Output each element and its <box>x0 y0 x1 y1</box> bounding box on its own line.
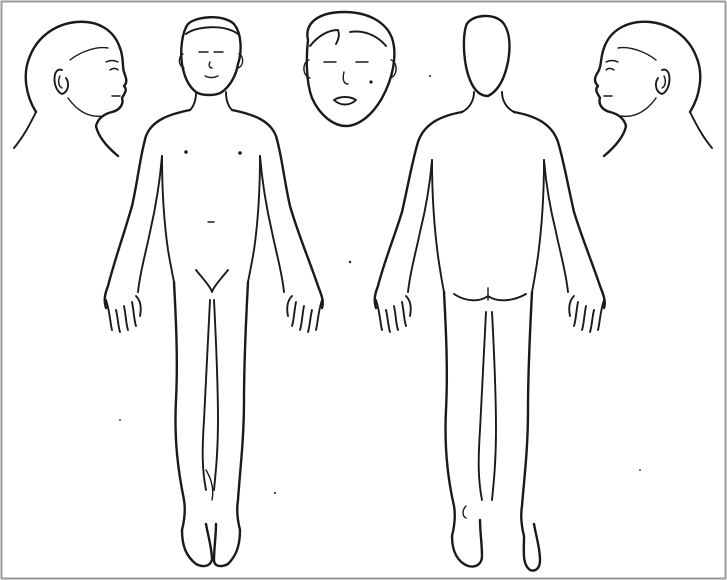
head-right-brow <box>606 61 618 63</box>
head-left-ear <box>55 70 69 94</box>
body-posterior-view <box>375 16 605 571</box>
face-mouth <box>334 97 356 105</box>
face-mole <box>369 80 372 83</box>
anterior-left-inner-arm <box>138 156 162 292</box>
anterior-knee-mark <box>206 470 213 500</box>
anterior-left-foot <box>182 524 212 566</box>
posterior-left-leg-inner <box>479 312 486 500</box>
head-right-ear <box>656 70 670 94</box>
head-right-jawline <box>620 98 656 116</box>
posterior-left-heel <box>452 520 482 567</box>
scan-speck <box>349 261 351 263</box>
body-anterior-view <box>105 17 323 566</box>
anterior-right-leg-inner <box>214 300 218 490</box>
head-left-eye <box>110 69 118 71</box>
anterior-left-hand <box>106 296 141 332</box>
anterior-head-outline <box>181 17 240 95</box>
anterior-torso-left <box>162 156 174 282</box>
anterior-mouth <box>205 76 218 78</box>
head-right-hairline <box>618 48 656 60</box>
anterior-left-leg-inner <box>203 300 210 490</box>
anterior-neck-right <box>226 92 232 110</box>
head-left-jawline <box>68 98 104 116</box>
posterior-left-hand <box>376 296 411 332</box>
anterior-right-hand <box>287 296 322 332</box>
head-right-nape <box>690 112 712 148</box>
scan-speck <box>639 469 641 471</box>
scan-speck <box>429 75 431 77</box>
anterior-neck-left <box>190 92 196 110</box>
posterior-right-leg-outer <box>521 292 532 536</box>
head-left-nape <box>14 112 36 148</box>
head-left-outline <box>26 22 127 156</box>
head-left-brow <box>106 61 118 63</box>
anterior-right-foot <box>214 524 240 566</box>
posterior-right-leg-inner <box>492 312 496 500</box>
scan-speck <box>274 492 276 494</box>
anterior-left-shoulder-arm <box>105 110 190 308</box>
head-left-hairline <box>70 48 108 60</box>
posterior-torso-left <box>432 160 444 292</box>
face-outline <box>307 12 395 126</box>
head-right-eye <box>606 69 614 71</box>
head-right-outline <box>595 22 700 156</box>
posterior-torso-right <box>532 160 544 292</box>
posterior-neck-left <box>462 92 474 112</box>
face-hairline <box>310 30 386 46</box>
scan-specks <box>119 75 641 494</box>
anterior-torso-right <box>248 156 260 282</box>
posterior-left-leg-outer <box>444 292 455 536</box>
face-frontal-view <box>304 12 396 126</box>
face-nose <box>343 72 348 84</box>
anterior-right-inner-arm <box>260 156 284 292</box>
head-right-ear-inner <box>662 76 665 88</box>
head-left-ear-inner <box>59 76 62 88</box>
posterior-calf-mark <box>463 506 466 518</box>
posterior-buttocks <box>454 294 526 300</box>
anterior-left-nipple <box>184 150 188 154</box>
anterior-right-nipple <box>238 151 242 155</box>
anterior-right-leg-outer <box>237 282 248 530</box>
posterior-neck-right <box>502 92 514 112</box>
anterior-hair <box>186 27 238 34</box>
anterior-left-leg-outer <box>174 282 185 530</box>
posterior-right-inner-arm <box>544 160 568 292</box>
posterior-right-shoulder-arm <box>514 112 605 308</box>
anterior-groin <box>196 270 228 292</box>
head-left-profile-view <box>14 22 126 156</box>
scan-speck <box>119 419 121 421</box>
anterior-right-shoulder-arm <box>232 110 323 308</box>
posterior-right-hand <box>569 296 604 332</box>
posterior-left-shoulder-arm <box>375 112 462 308</box>
posterior-right-heel <box>524 524 540 571</box>
posterior-left-inner-arm <box>408 160 432 292</box>
anterior-nose <box>209 62 212 68</box>
posterior-head-outline <box>464 16 510 96</box>
head-right-profile-view <box>595 22 712 156</box>
